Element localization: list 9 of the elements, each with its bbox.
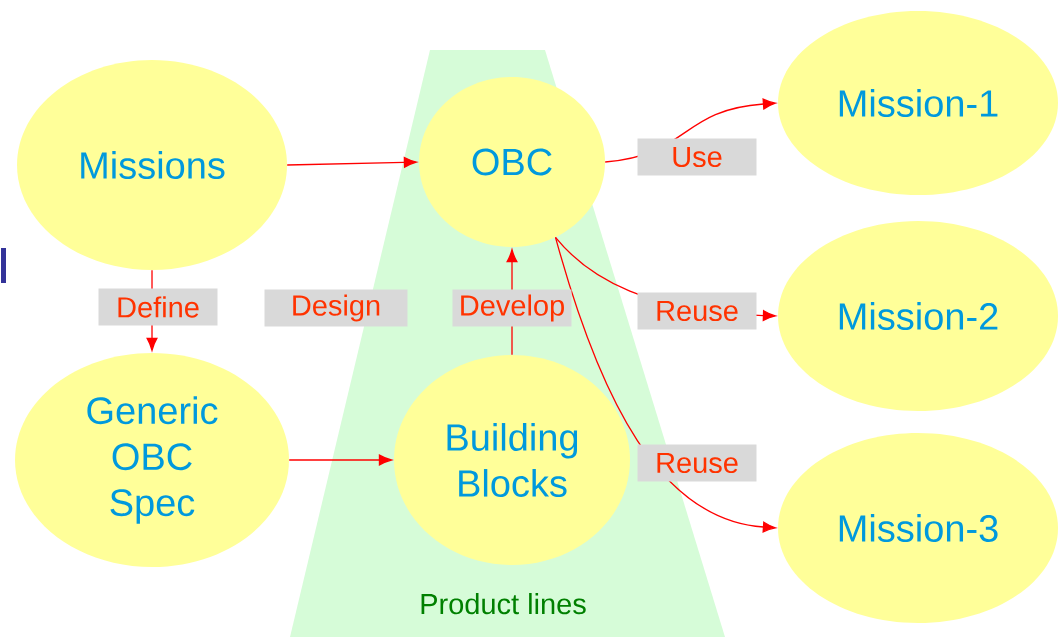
edge-label: Use [637, 138, 757, 176]
arrow [554, 236, 776, 533]
edge-label: Reuse [637, 292, 757, 330]
edge-label: Develop [452, 289, 572, 327]
edge-label: Define [98, 288, 218, 326]
step-label: Design [264, 289, 408, 327]
edge-label: Reuse [637, 444, 757, 482]
arrow [288, 454, 392, 466]
arrow [286, 156, 417, 168]
